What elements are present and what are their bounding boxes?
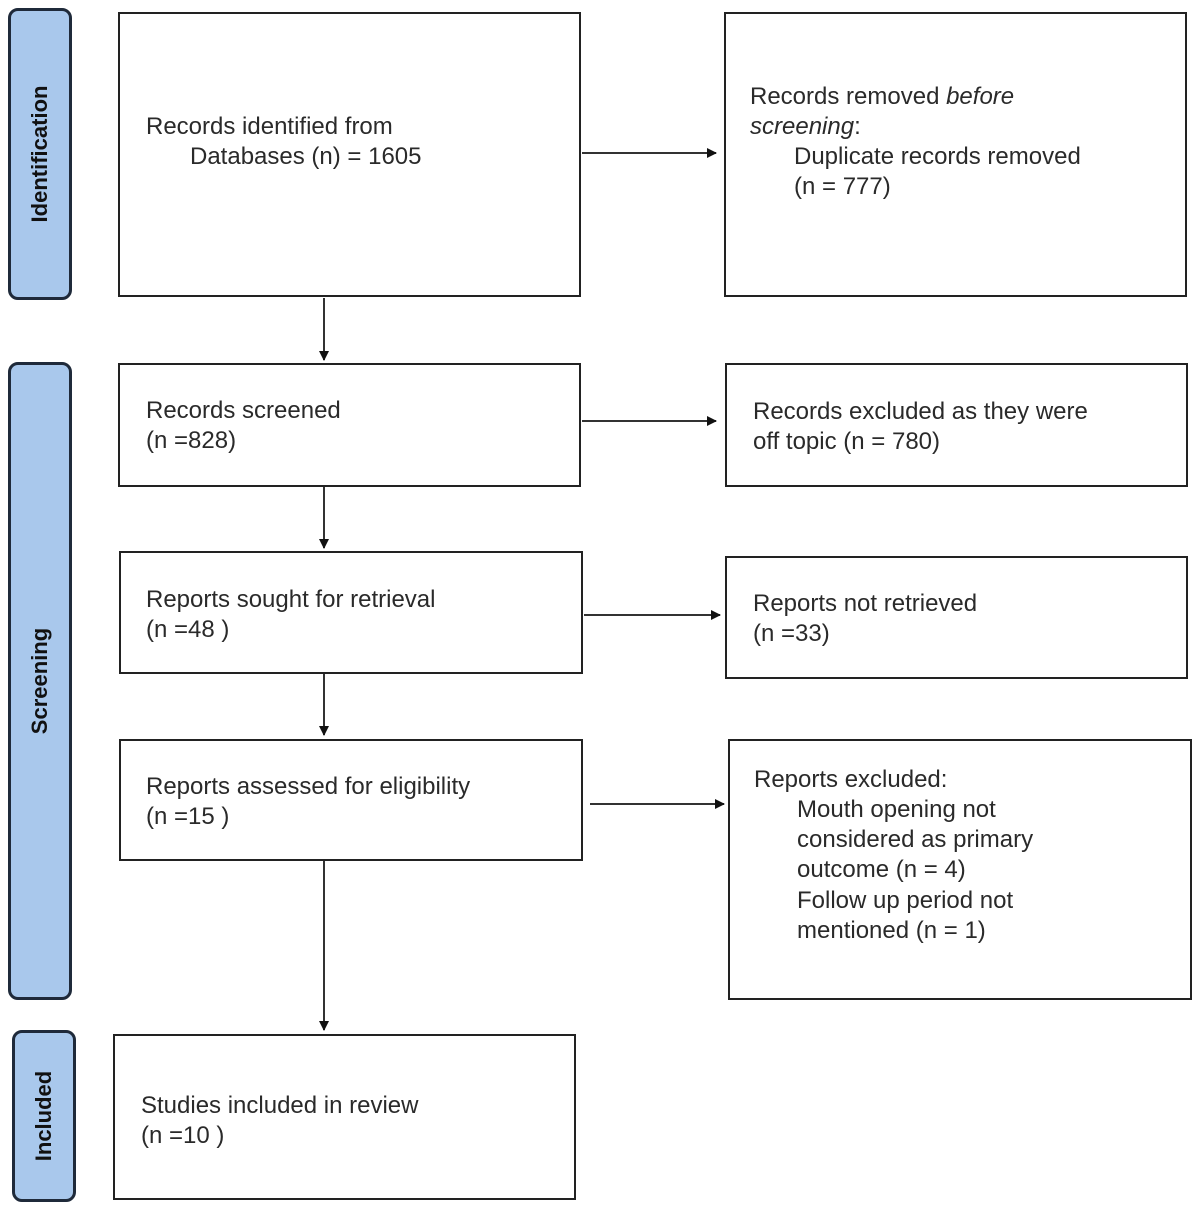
- records-removed-line2: screening:: [750, 112, 861, 142]
- reports-assessed-line2: (n =15 ): [146, 803, 230, 830]
- reports-sought-line2: (n =48 ): [146, 616, 230, 643]
- reports-excluded-reason1-line1: Mouth opening not: [797, 796, 996, 823]
- records-screened-box: Records screened (n =828): [118, 363, 581, 487]
- phase-included: Included: [12, 1030, 76, 1202]
- reports-sought-line1: Reports sought for retrieval: [146, 586, 436, 613]
- reports-excluded-box: Reports excluded: Mouth opening not cons…: [728, 739, 1192, 1000]
- records-identified-line2: Databases (n) = 1605: [190, 143, 422, 170]
- records-removed-line1-pre: Records removed: [750, 83, 947, 110]
- reports-sought-box: Reports sought for retrieval (n =48 ): [119, 551, 583, 674]
- records-removed-line4: (n = 777): [794, 173, 891, 200]
- records-removed-line2-em: screening: [750, 113, 855, 140]
- records-removed-line2-post: :: [854, 113, 861, 140]
- reports-excluded-reason2-line1: Follow up period not: [797, 887, 1014, 914]
- records-screened-line1: Records screened: [146, 397, 341, 424]
- phase-screening: Screening: [8, 362, 72, 1000]
- reports-assessed-line1: Reports assessed for eligibility: [146, 773, 471, 800]
- records-excluded-line1: Records excluded as they were: [753, 398, 1088, 425]
- reports-excluded-reason1-line2: considered as primary: [797, 826, 1034, 853]
- reports-excluded-reason1-line3: outcome (n = 4): [797, 856, 966, 883]
- records-excluded-line2: off topic (n = 780): [753, 428, 941, 455]
- records-identified-line1: Records identified from: [146, 113, 393, 140]
- reports-not-retrieved-line1: Reports not retrieved: [753, 590, 978, 617]
- phase-identification: Identification: [8, 8, 72, 300]
- reports-excluded-heading: Reports excluded:: [754, 766, 948, 793]
- records-removed-line1: Records removed before: [750, 82, 1014, 112]
- reports-assessed-box: Reports assessed for eligibility (n =15 …: [119, 739, 583, 861]
- reports-not-retrieved-line2: (n =33): [753, 620, 830, 647]
- records-removed-box: Records removed before screening: Duplic…: [724, 12, 1187, 297]
- records-screened-line2: (n =828): [146, 427, 237, 454]
- records-identified-box: Records identified from Databases (n) = …: [118, 12, 581, 297]
- studies-included-box: Studies included in review (n =10 ): [113, 1034, 576, 1200]
- studies-included-line1: Studies included in review: [141, 1092, 419, 1119]
- records-removed-line1-em: before: [946, 83, 1015, 110]
- studies-included-line2: (n =10 ): [141, 1122, 225, 1149]
- reports-excluded-reason2-line2: mentioned (n = 1): [797, 917, 986, 944]
- records-excluded-box: Records excluded as they were off topic …: [725, 363, 1188, 487]
- reports-not-retrieved-box: Reports not retrieved (n =33): [725, 556, 1188, 679]
- records-removed-line3: Duplicate records removed: [794, 143, 1081, 170]
